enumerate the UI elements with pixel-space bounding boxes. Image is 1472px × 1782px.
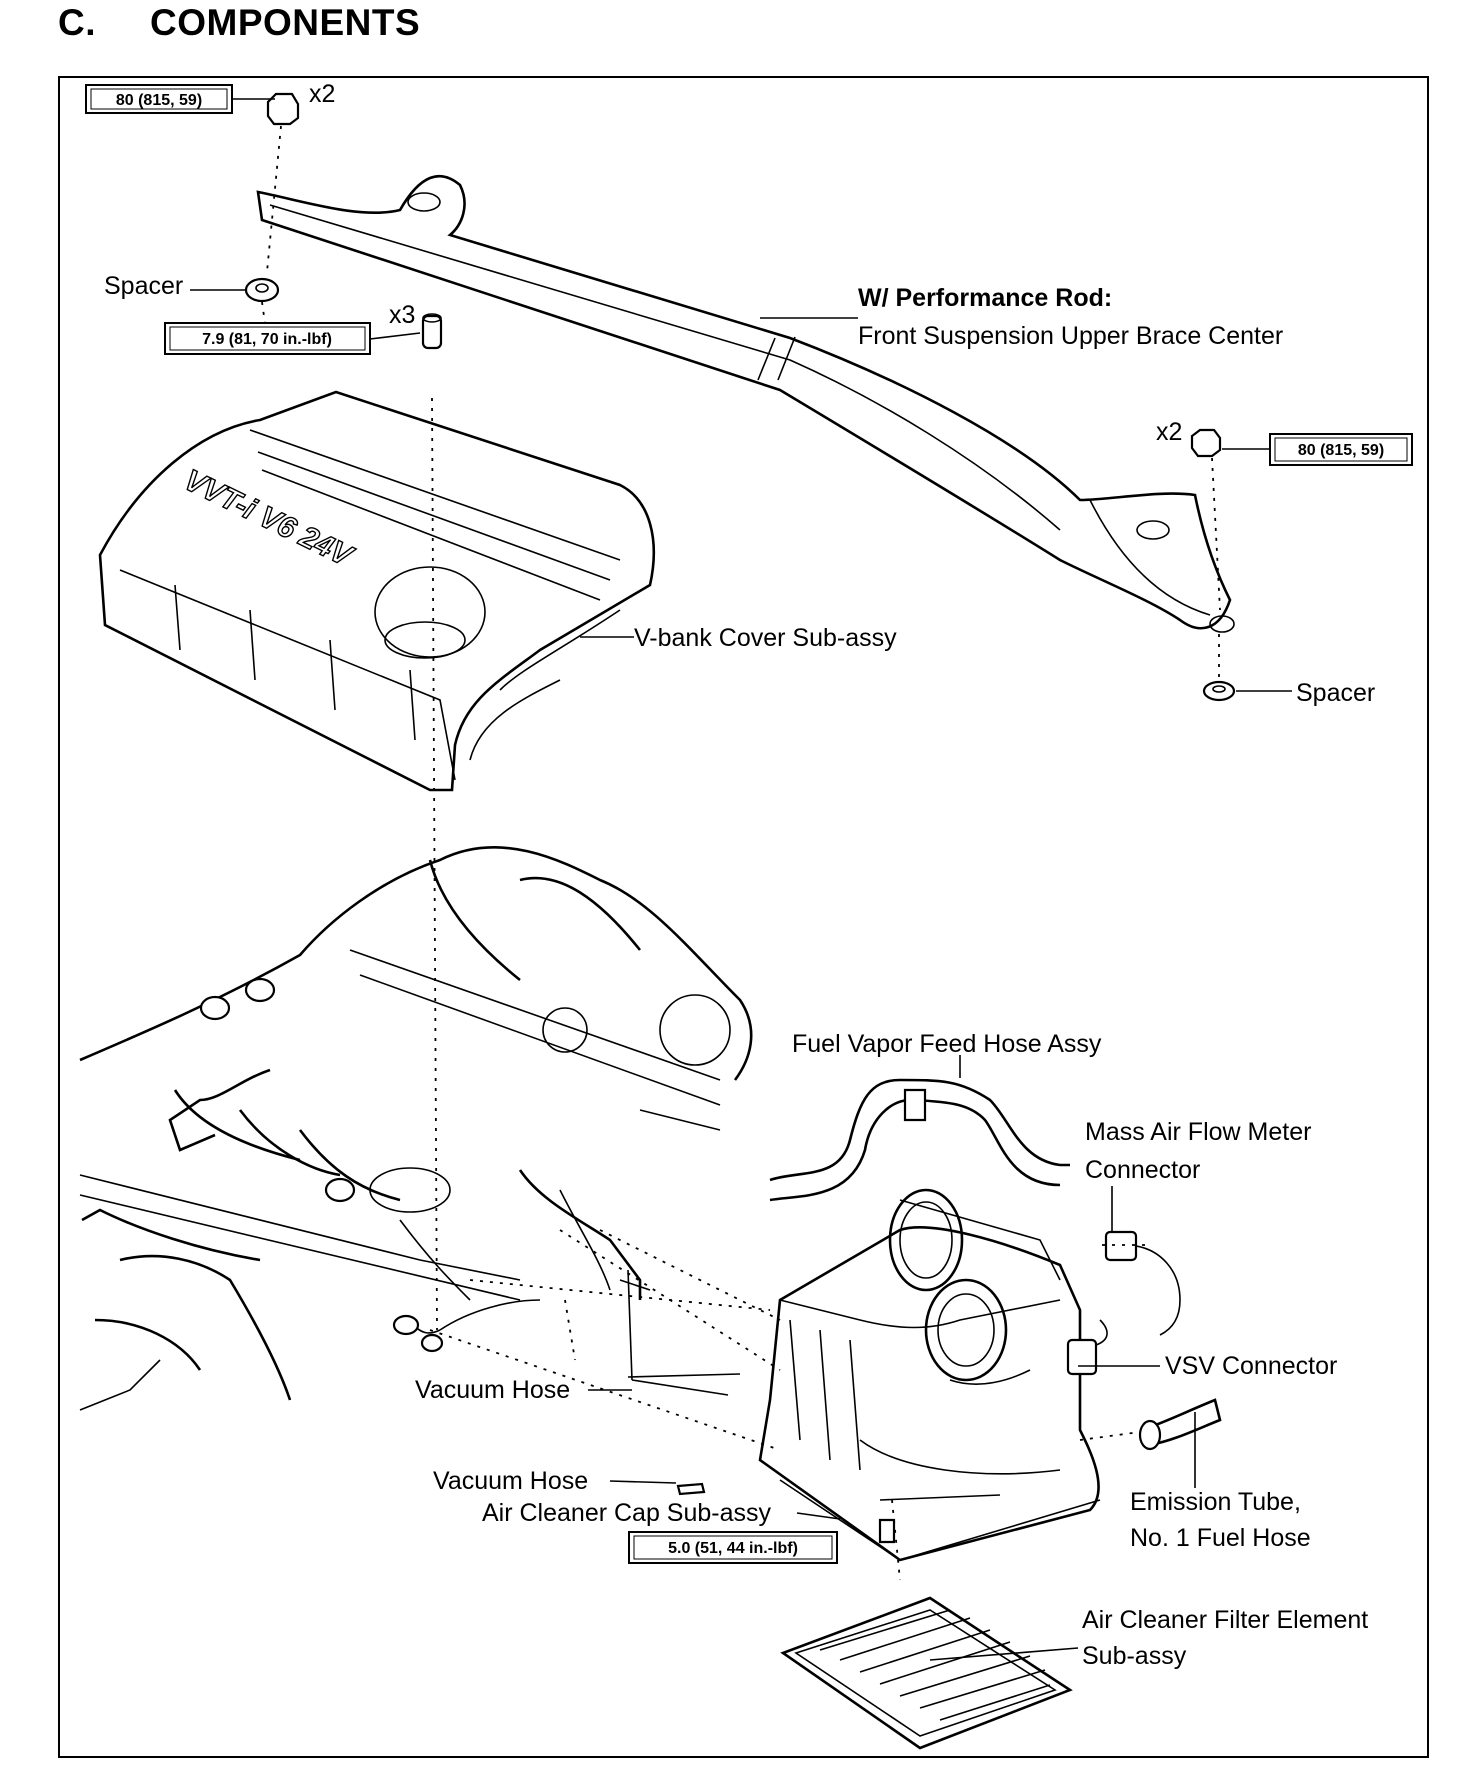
- torque-left-nut-value: 80 (815, 59): [116, 92, 202, 109]
- section-letter: C.: [58, 2, 96, 43]
- label-fuel-vapor-hose: Fuel Vapor Feed Hose Assy: [792, 1030, 1102, 1058]
- torque-box-right-nut: 80 (815, 59): [1269, 433, 1413, 466]
- cover-emblem: VVT-i V6 24V: [179, 464, 360, 575]
- label-maf-connector-2: Connector: [1085, 1156, 1200, 1184]
- label-emission-tube-2: No. 1 Fuel Hose: [1130, 1524, 1311, 1552]
- qty-cover-nut: x3: [389, 301, 415, 329]
- label-maf-connector-1: Mass Air Flow Meter: [1085, 1118, 1311, 1146]
- label-vacuum-hose-1: Vacuum Hose: [415, 1376, 570, 1404]
- air-cleaner-filter-element: [780, 1596, 1073, 1750]
- leader-lines: [190, 98, 1292, 1661]
- performance-rod: [256, 174, 1235, 633]
- right-nut: [1190, 428, 1222, 611]
- label-vsv-connector: VSV Connector: [1165, 1352, 1337, 1380]
- label-emission-tube-1: Emission Tube,: [1130, 1488, 1301, 1516]
- label-vbank-cover: V-bank Cover Sub-assy: [634, 624, 897, 652]
- cover-nut: [421, 313, 443, 350]
- label-performance-rod-1: W/ Performance Rod:: [858, 284, 1112, 312]
- torque-cap-bolt-value: 5.0 (51, 44 in.-lbf): [668, 1540, 798, 1557]
- qty-right-nut: x2: [1156, 418, 1182, 446]
- left-nut: [266, 92, 300, 273]
- section-title: C. COMPONENTS: [58, 2, 420, 44]
- right-spacer: [1202, 634, 1236, 702]
- label-spacer-left: Spacer: [104, 272, 183, 300]
- label-air-cleaner-cap: Air Cleaner Cap Sub-assy: [482, 1499, 772, 1527]
- torque-box-cap-bolt: 5.0 (51, 44 in.-lbf): [628, 1531, 838, 1564]
- label-filter-element-2: Sub-assy: [1082, 1642, 1187, 1670]
- torque-right-nut-value: 80 (815, 59): [1298, 442, 1384, 459]
- vbank-cover: VVT-i V6 24V: [98, 390, 656, 792]
- air-cleaner-assembly: [758, 1188, 1222, 1581]
- label-spacer-right: Spacer: [1296, 679, 1375, 707]
- section-name: COMPONENTS: [150, 2, 421, 43]
- label-vacuum-hose-2: Vacuum Hose: [433, 1467, 588, 1495]
- torque-box-cover-nut: 7.9 (81, 70 in.-lbf): [164, 322, 371, 355]
- torque-cover-nut-value: 7.9 (81, 70 in.-lbf): [202, 331, 332, 348]
- vacuum-hose-connectors: [429, 1229, 781, 1496]
- qty-left-nut: x2: [309, 80, 335, 108]
- fuel-vapor-hose: [769, 1078, 1070, 1202]
- diagram-frame: [58, 76, 1429, 1758]
- torque-box-left-nut: 80 (815, 59): [85, 84, 233, 114]
- label-performance-rod-2: Front Suspension Upper Brace Center: [858, 322, 1283, 350]
- engine: [79, 846, 753, 1411]
- label-filter-element-1: Air Cleaner Filter Element: [1082, 1606, 1368, 1634]
